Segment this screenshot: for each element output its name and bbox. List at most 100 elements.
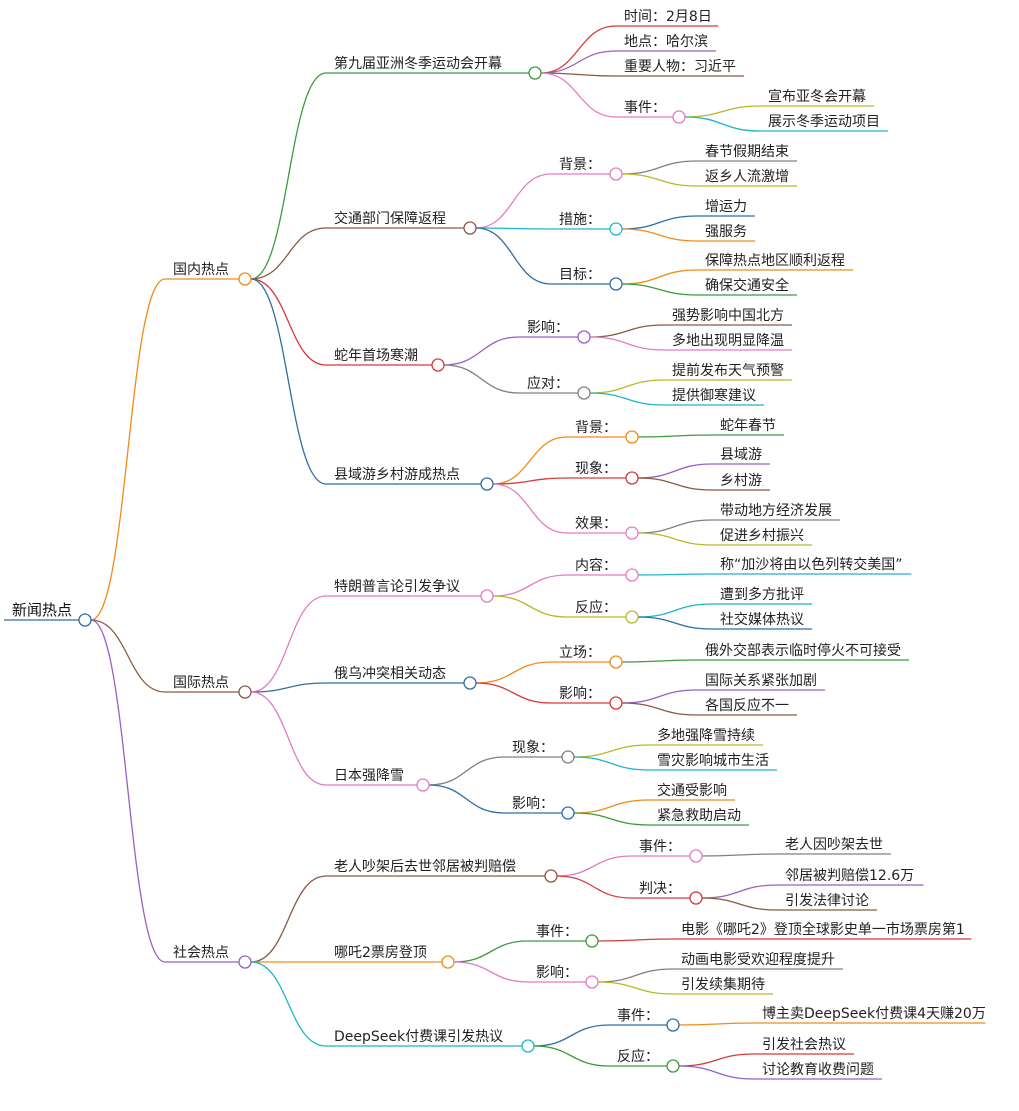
collapse-toggle[interactable] [585,934,599,948]
branch-edge [573,799,650,814]
node-label: 现象： [575,461,617,477]
collapse-toggle[interactable] [585,975,599,989]
branch-edge [492,595,568,618]
branch-edge [556,875,632,899]
collapse-toggle[interactable] [609,655,623,669]
node-label: 蛇年首场寒潮 [334,347,418,364]
branch-edge [250,278,327,485]
collapse-toggle[interactable] [609,167,623,181]
branch-edge [533,1045,610,1067]
branch-edge [621,269,698,285]
collapse-toggle[interactable] [609,696,623,710]
branch-edge [589,336,665,351]
collapse-toggle[interactable] [441,955,455,969]
collapse-toggle[interactable] [544,869,558,883]
node-label: 俄外交部表示临时停火不可接受 [705,642,901,659]
branch-edge [621,659,698,663]
collapse-toggle[interactable] [463,676,477,690]
collapse-toggle[interactable] [609,222,623,236]
collapse-toggle[interactable] [431,358,445,372]
branch-edge [637,532,713,546]
collapse-toggle[interactable] [480,477,494,491]
branch-edge [637,519,713,534]
branch-edge [475,227,552,285]
collapse-toggle[interactable] [609,277,623,291]
branch-edge [492,574,568,597]
branch-edge [678,1065,755,1080]
node-label: 促进乡村振兴 [720,528,804,544]
collapse-toggle[interactable] [561,806,575,820]
node-label: 邻居被判赔偿12.6万 [785,868,914,884]
node-label: 反应： [617,1048,659,1065]
collapse-toggle[interactable] [625,471,639,485]
collapse-toggle[interactable] [625,430,639,444]
branch-edge [637,463,713,479]
node-label: 返乡人流激增 [705,168,789,185]
node-label: 遭到多方批评 [720,586,804,603]
branch-edge [678,1053,755,1067]
collapse-toggle[interactable] [577,330,591,344]
node-label: 引发法律讨论 [785,893,869,909]
collapse-toggle[interactable] [689,849,703,863]
branch-edge [637,573,713,576]
collapse-toggle[interactable] [666,1018,680,1032]
node-label: 措施： [559,212,601,228]
collapse-toggle[interactable] [689,891,703,905]
node-label: 现象： [512,740,554,756]
collapse-toggle[interactable] [528,66,542,80]
node-label: 反应： [575,599,617,616]
branch-edge [492,436,568,485]
branch-edge [621,702,698,716]
node-label: 地点：哈尔滨 [624,34,708,50]
branch-edge [678,1022,755,1026]
node-label: 引发社会热议 [762,1037,846,1053]
node-label: 乡村游 [720,473,762,489]
collapse-toggle[interactable] [416,778,430,792]
node-label: 事件： [639,839,681,855]
node-label: 背景： [559,157,601,173]
branch-edge [573,756,650,771]
collapse-toggle[interactable] [672,110,686,124]
node-label: 保障热点地区顺利返程 [705,253,845,269]
branch-edge [637,616,713,630]
branch-edge [250,278,327,366]
branch-edge [540,72,617,77]
node-label: 紧急救助启动 [657,808,741,824]
node-label: 提供御寒建议 [672,387,756,404]
branch-edge [250,682,327,693]
node-label: 讨论教育收费问题 [762,1062,874,1078]
collapse-toggle[interactable] [666,1059,680,1073]
branch-edge [573,812,650,826]
branch-edge [621,160,698,175]
collapse-toggle[interactable] [521,1039,535,1053]
branch-edge [540,50,617,74]
node-label: 交通部门保障返程 [334,210,446,227]
branch-edge [589,324,665,338]
collapse-toggle[interactable] [625,568,639,582]
node-label: 效果： [575,516,617,532]
collapse-toggle[interactable] [625,610,639,624]
node-label: 县域游乡村游成热点 [334,467,460,483]
collapse-toggle[interactable] [561,750,575,764]
branch-edge [637,477,713,491]
collapse-toggle[interactable] [463,221,477,235]
collapse-toggle[interactable] [238,272,252,286]
node-label: 国内热点 [173,262,229,278]
node-label: 社会热点 [173,945,229,961]
collapse-toggle[interactable] [78,613,92,627]
branch-edge [443,336,520,366]
branch-edge [621,689,698,704]
branch-edge [621,228,698,242]
node-layer: 新闻热点国内热点第九届亚洲冬季运动会开幕时间：2月8日地点：哈尔滨重要人物：习近… [12,9,986,1078]
collapse-toggle[interactable] [238,685,252,699]
branch-edge [556,855,632,877]
collapse-toggle[interactable] [625,526,639,540]
node-label: 事件： [536,924,578,940]
collapse-toggle[interactable] [238,955,252,969]
branch-edge [540,25,617,74]
collapse-toggle[interactable] [577,386,591,400]
collapse-toggle[interactable] [480,589,494,603]
node-label: 时间：2月8日 [624,9,712,25]
branch-edge [428,756,505,786]
node-label: 日本强降雪 [334,768,404,784]
